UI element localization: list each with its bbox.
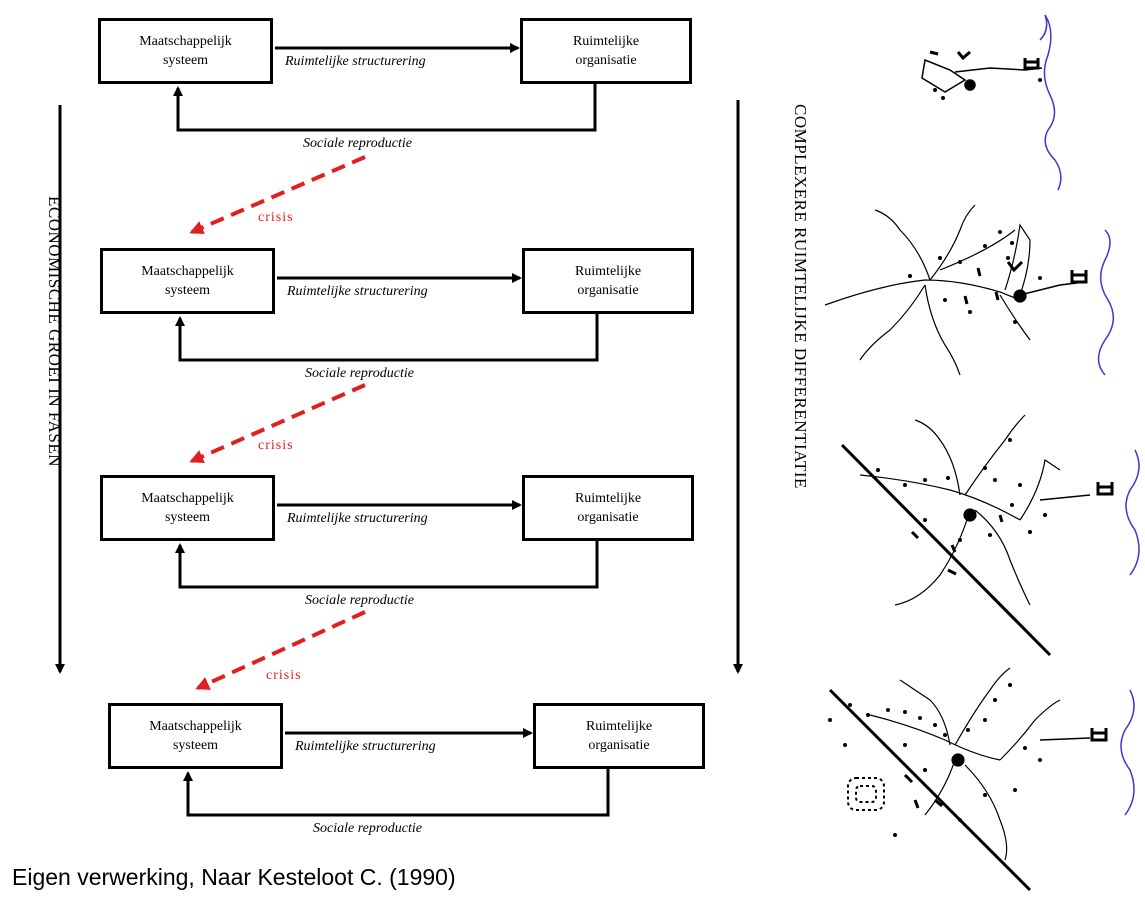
box-label: Ruimtelijke organisatie [574, 491, 642, 525]
settlement-dots [828, 78, 1047, 837]
right-axis-label: COMPLEXERE RUIMTELIJKE DIFFERENTIATIE [791, 104, 810, 489]
settlement-dot [1013, 788, 1017, 792]
reproductie-label: Sociale reproductie [303, 136, 412, 151]
settlement-dot [998, 230, 1002, 234]
settlement-dot [946, 476, 950, 480]
settlement-dot [903, 710, 907, 714]
reproductie-label: Sociale reproductie [313, 821, 422, 836]
settlement-dot [1013, 320, 1017, 324]
settlement-dot [876, 468, 880, 472]
crisis-arrow [189, 383, 366, 463]
settlement-dot [886, 708, 890, 712]
settlement-dot [1008, 683, 1012, 687]
settlement-map-4 [828, 667, 1135, 892]
settlement-dot [968, 310, 972, 314]
settlement-dot [893, 833, 897, 837]
settlement-dot [993, 478, 997, 482]
settlement-dot [1038, 78, 1042, 82]
box-label: Ruimtelijke organisatie [574, 264, 642, 298]
reproductie-loop [183, 769, 610, 817]
settlement-dot [1006, 256, 1010, 260]
structurering-label: Ruimtelijke structurering [295, 739, 436, 754]
box-label: Maatschappelijk systeem [139, 34, 232, 68]
box-label: Maatschappelijk systeem [141, 264, 234, 298]
settlement-dot [1010, 503, 1014, 507]
crisis-arrow [189, 155, 366, 235]
maatschappelijk-systeem-box: Maatschappelijk systeem [100, 475, 275, 541]
structurering-label: Ruimtelijke structurering [287, 284, 428, 299]
box-label: Ruimtelijke organisatie [585, 719, 653, 753]
settlement-dot [1010, 241, 1014, 245]
settlement-dot [993, 698, 997, 702]
maatschappelijk-systeem-box: Maatschappelijk systeem [108, 703, 283, 769]
box-label: Maatschappelijk systeem [141, 491, 234, 525]
settlement-dot [866, 713, 870, 717]
maatschappelijk-systeem-box: Maatschappelijk systeem [98, 18, 273, 84]
settlement-dot [958, 538, 962, 542]
settlement-dot [848, 703, 852, 707]
settlement-map-2 [824, 204, 1114, 376]
settlement-dot [843, 743, 847, 747]
box-label: Maatschappelijk systeem [149, 719, 242, 753]
ruimtelijke-organisatie-box: Ruimtelijke organisatie [522, 248, 694, 314]
ruimtelijke-organisatie-box: Ruimtelijke organisatie [522, 475, 694, 541]
structurering-label: Ruimtelijke structurering [287, 511, 428, 526]
settlement-dot [983, 793, 987, 797]
settlement-dot [966, 728, 970, 732]
settlement-dot [923, 478, 927, 482]
settlement-dot [943, 733, 947, 737]
reproductie-label: Sociale reproductie [305, 366, 414, 381]
settlement-dot [938, 256, 942, 260]
left-axis-label: ECONOMISCHE GROEI IN FASEN [45, 196, 64, 467]
settlement-dot [903, 483, 907, 487]
crisis-label: crisis [258, 210, 294, 225]
ruimtelijke-organisatie-box: Ruimtelijke organisatie [533, 703, 705, 769]
settlement-dot [923, 518, 927, 522]
crisis-label: crisis [266, 668, 302, 683]
crisis-arrows [189, 155, 366, 690]
box-label: Ruimtelijke organisatie [572, 34, 640, 68]
settlement-dot [983, 244, 987, 248]
reproductie-label: Sociale reproductie [305, 593, 414, 608]
settlement-dot [828, 718, 832, 722]
settlement-dot [1038, 758, 1042, 762]
structurering-label: Ruimtelijke structurering [285, 54, 426, 69]
settlement-map-1 [921, 14, 1062, 191]
settlement-dot [923, 768, 927, 772]
reproductie-loop [175, 541, 599, 589]
settlement-dot [1018, 483, 1022, 487]
settlement-dot [918, 716, 922, 720]
settlement-dot [1023, 746, 1027, 750]
settlement-dot [943, 298, 947, 302]
settlement-dot [903, 743, 907, 747]
settlement-dot [908, 274, 912, 278]
settlement-dot [1038, 276, 1042, 280]
maatschappelijk-systeem-box: Maatschappelijk systeem [100, 248, 275, 314]
crisis-arrow [195, 610, 366, 690]
settlement-dot [988, 533, 992, 537]
settlement-dot [933, 723, 937, 727]
settlement-dot [958, 818, 962, 822]
settlement-dot [1028, 530, 1032, 534]
crisis-label: crisis [258, 438, 294, 453]
settlement-dot [1043, 513, 1047, 517]
ruimtelijke-organisatie-box: Ruimtelijke organisatie [520, 18, 692, 84]
reproductie-loop [175, 314, 599, 362]
settlement-dot [983, 718, 987, 722]
phase-connectors [173, 43, 610, 817]
settlement-dot [958, 260, 962, 264]
settlement-dot [933, 88, 937, 92]
source-caption: Eigen verwerking, Naar Kesteloot C. (199… [12, 864, 456, 890]
settlement-dot [983, 466, 987, 470]
settlement-dot [1008, 438, 1012, 442]
settlement-dot [941, 96, 945, 100]
reproductie-loop [173, 84, 597, 132]
settlement-map-3 [840, 414, 1140, 657]
